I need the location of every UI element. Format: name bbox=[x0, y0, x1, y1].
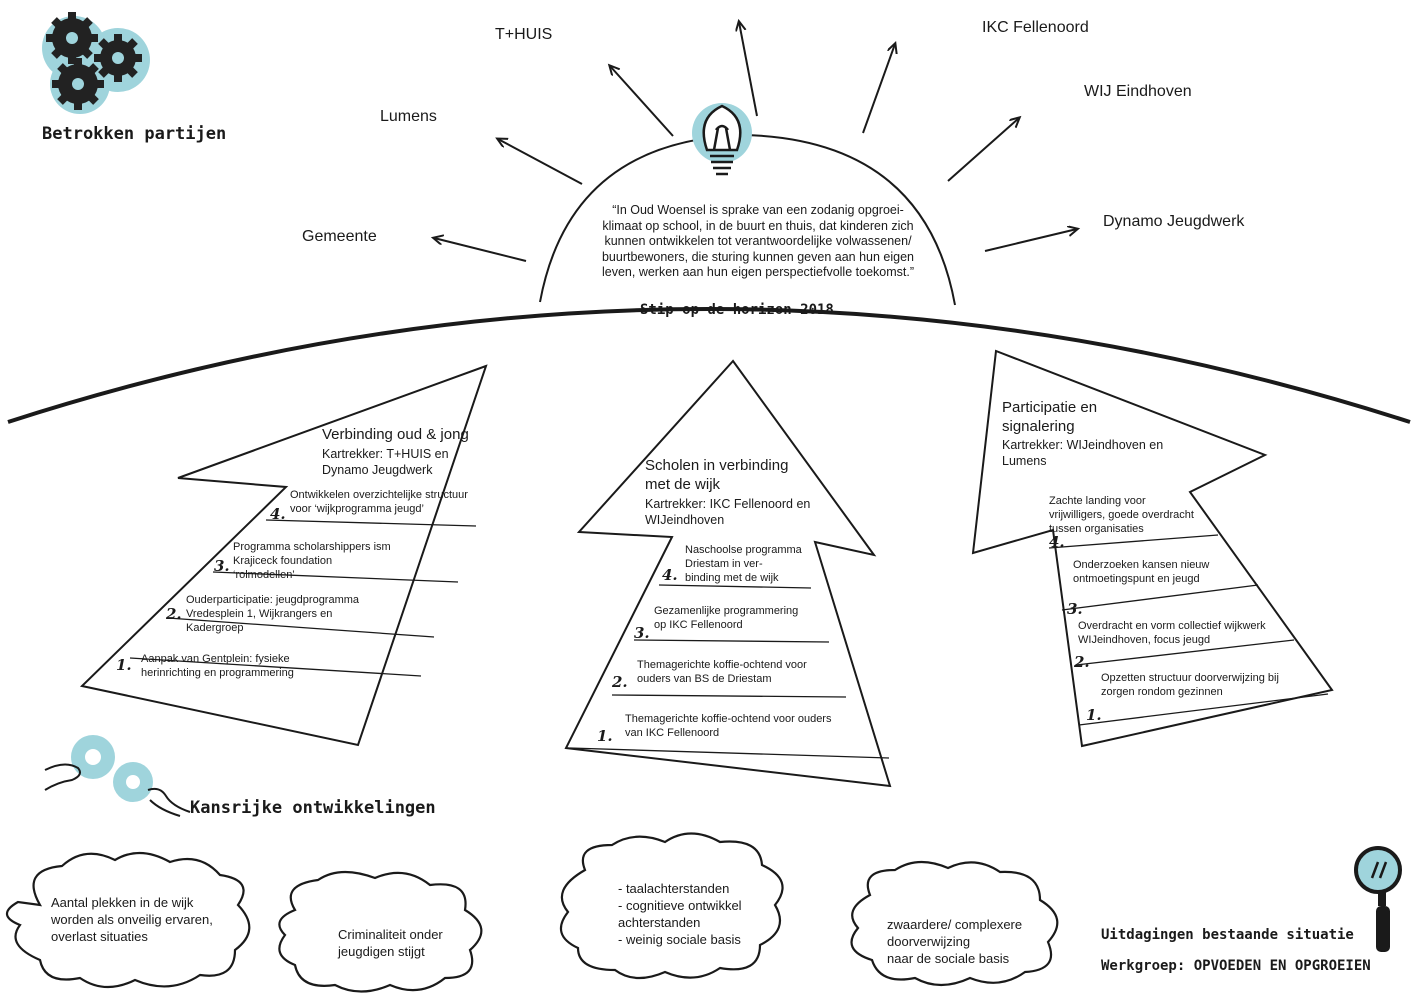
uitdagingen-label: Uitdagingen bestaande situatie bbox=[1101, 927, 1354, 943]
arrow1-title: Verbinding oud & jong bbox=[322, 426, 469, 443]
cloud-4 bbox=[850, 860, 1059, 987]
arrow2-step3-num: 3. bbox=[634, 624, 650, 642]
step-divider bbox=[1061, 584, 1259, 611]
horizon-label: Stip op de horizon 2018 bbox=[640, 302, 834, 318]
step-divider bbox=[167, 617, 435, 638]
magnifier-icon bbox=[1354, 846, 1402, 952]
arrow1-step1: Aanpak van Gentplein: fysieke herinricht… bbox=[141, 653, 294, 679]
arrow2-step4: Naschoolse programma Driestam in ver- bi… bbox=[685, 544, 802, 584]
arrow2-step1-num: 1. bbox=[597, 727, 613, 745]
arrow1-step2-num: 2. bbox=[166, 605, 182, 623]
arrow3-step2-num: 2. bbox=[1074, 653, 1090, 671]
arrow2-title: Scholen in verbinding met de wijk bbox=[645, 457, 789, 493]
step-divider bbox=[212, 571, 459, 583]
party-lumens: Lumens bbox=[380, 108, 437, 125]
step-divider bbox=[129, 657, 422, 677]
step-divider bbox=[658, 584, 812, 589]
clouds bbox=[5, 832, 1059, 993]
party-ikc: IKC Fellenoord bbox=[982, 19, 1089, 36]
betrokken-label: Betrokken partijen bbox=[42, 124, 227, 144]
arrow1-lead: Kartrekker: T+HUIS en Dynamo Jeugdwerk bbox=[322, 447, 449, 477]
party-thuis: T+HUIS bbox=[495, 26, 553, 43]
cloud-1 bbox=[5, 851, 251, 989]
vision-quote: “In Oud Woensel is sprake van een zodani… bbox=[601, 203, 915, 279]
party-gemeente: Gemeente bbox=[302, 228, 377, 245]
step-divider bbox=[1075, 639, 1295, 666]
arrow3-step4: Zachte landing voor vrijwilligers, goede… bbox=[1049, 495, 1194, 535]
hand-gears-icon bbox=[44, 735, 191, 817]
arrow-verbinding bbox=[79, 364, 488, 747]
arrow3-step1: Opzetten structuur doorverwijzing bij zo… bbox=[1101, 672, 1279, 698]
step-divider bbox=[1078, 693, 1329, 726]
arrow1-step2: Ouderparticipatie: jeugdprogramma Vredes… bbox=[186, 594, 360, 634]
cloud-2 bbox=[278, 870, 483, 993]
cloud-3 bbox=[559, 832, 784, 980]
arrow2-step4-num: 4. bbox=[662, 566, 678, 584]
step-divider bbox=[1048, 534, 1219, 549]
arrow3-step1-num: 1. bbox=[1086, 706, 1102, 724]
arrow3-step3-num: 3. bbox=[1067, 600, 1083, 618]
arrow1-step4: Ontwikkelen overzichtelijke structuur vo… bbox=[290, 489, 468, 515]
arrow1-step3-num: 3. bbox=[214, 557, 230, 575]
arrow3-step3: Onderzoeken kansen nieuw ontmoetingspunt… bbox=[1073, 559, 1210, 585]
arrow2-step2: Themagerichte koffie-ochtend voor ouders… bbox=[637, 659, 807, 685]
arrow-participatie bbox=[971, 349, 1334, 748]
horizon-curve bbox=[7, 307, 1411, 424]
arrow3-lead: Kartrekker: WIJeindhoven en Lumens bbox=[1002, 438, 1164, 468]
arrow3-step2: Overdracht en vorm collectief wijkwerk W… bbox=[1078, 620, 1266, 646]
arrow1-step4-num: 4. bbox=[270, 505, 286, 523]
gears-icon bbox=[42, 12, 150, 114]
step-dividers bbox=[129, 519, 1329, 759]
lightbulb-icon bbox=[692, 103, 752, 176]
cloud-4-text: zwaardere/ complexere doorverwijzing naa… bbox=[887, 917, 1023, 966]
step-divider bbox=[611, 694, 847, 698]
arrow2-step2-num: 2. bbox=[612, 673, 628, 691]
arrow3-title: Participatie en signalering bbox=[1002, 399, 1098, 435]
kansrijke-label: Kansrijke ontwikkelingen bbox=[190, 798, 436, 818]
arrow2-step1: Themagerichte koffie-ochtend voor ouders… bbox=[625, 713, 832, 739]
werkgroep-label: Werkgroep: OPVOEDEN EN OPGROEIEN bbox=[1101, 958, 1371, 974]
party-arrows bbox=[434, 22, 1077, 262]
arrow2-lead: Kartrekker: IKC Fellenoord en WIJeindhov… bbox=[645, 497, 811, 527]
cloud-2-text: Criminaliteit onder jeugdigen stijgt bbox=[338, 927, 443, 959]
cloud-1-text: Aantal plekken in de wijk worden als onv… bbox=[51, 895, 213, 944]
arrow1-step3: Programma scholarshippers ism Krajiceck … bbox=[233, 541, 391, 581]
step-divider bbox=[265, 519, 477, 527]
party-wij: WIJ Eindhoven bbox=[1084, 83, 1192, 100]
arrow1-step1-num: 1. bbox=[116, 656, 132, 674]
cloud-3-text: - taalachterstanden - cognitieve ontwikk… bbox=[618, 881, 742, 947]
arrow2-step3: Gezamenlijke programmering op IKC Fellen… bbox=[654, 605, 799, 631]
party-dynamo: Dynamo Jeugdwerk bbox=[1103, 213, 1245, 230]
step-divider bbox=[569, 747, 890, 759]
step-divider bbox=[633, 639, 830, 643]
arrow-scholen bbox=[564, 359, 892, 788]
arrow3-step4-num: 4. bbox=[1049, 533, 1065, 551]
